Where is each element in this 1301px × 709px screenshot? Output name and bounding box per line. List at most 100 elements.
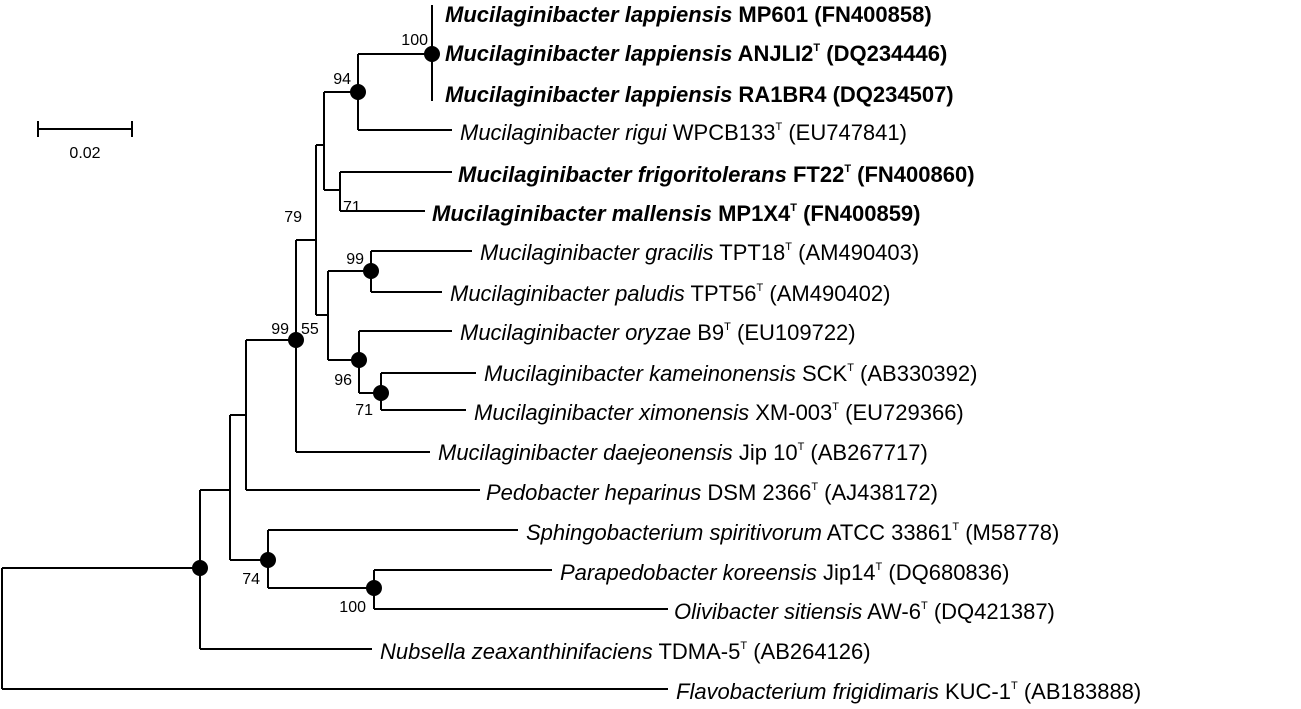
strain-name: TDMA-5: [653, 639, 741, 664]
tree-branches: [1, 5, 668, 690]
taxon-name: Flavobacterium frigidimaris: [676, 679, 939, 704]
bootstrap-value: 74: [242, 571, 260, 588]
strain-name: MP601: [732, 2, 808, 27]
taxon-name: Mucilaginibacter frigoritolerans: [458, 162, 787, 187]
bootstrap-value: 96: [334, 372, 352, 389]
strain-name: SCK: [796, 361, 848, 386]
taxon-label: Mucilaginibacter mallensis MP1X4T (FN400…: [432, 201, 921, 226]
taxon-label: Nubsella zeaxanthinifaciens TDMA-5T (AB2…: [380, 639, 871, 664]
type-strain-marker: T: [952, 521, 959, 533]
strain-name: Jip14: [817, 560, 876, 585]
bootstrap-value: 99: [271, 321, 289, 338]
node-marker: [424, 46, 440, 62]
accession-number: (FN400859): [797, 201, 921, 226]
bootstrap-value: 71: [343, 199, 361, 216]
accession-number: (EU729366): [839, 400, 964, 425]
node-marker: [363, 263, 379, 279]
type-strain-marker: T: [775, 121, 782, 133]
type-strain-marker: T: [785, 241, 792, 253]
node-marker: [351, 352, 367, 368]
accession-number: (AJ438172): [818, 480, 938, 505]
bootstrap-value: 99: [346, 251, 364, 268]
type-strain-marker: T: [813, 42, 820, 54]
taxon-name: Parapedobacter koreensis: [560, 560, 817, 585]
strain-name: FT22: [787, 162, 844, 187]
strain-name: XM-003: [749, 400, 832, 425]
taxon-name: Mucilaginibacter oryzae: [460, 320, 691, 345]
taxon-name: Mucilaginibacter ximonensis: [474, 400, 749, 425]
bootstrap-value: 79: [284, 209, 302, 226]
taxon-label: Mucilaginibacter rigui WPCB133T (EU74784…: [460, 120, 907, 145]
accession-number: (AB330392): [854, 361, 978, 386]
strain-name: KUC-1: [939, 679, 1011, 704]
bootstrap-values: 100 94 79 71 99 55 99 96 71 74 100: [242, 32, 428, 616]
accession-number: (EU747841): [782, 120, 907, 145]
taxon-name: Nubsella zeaxanthinifaciens: [380, 639, 653, 664]
node-markers: [192, 46, 440, 596]
node-marker: [288, 332, 304, 348]
type-strain-marker: T: [844, 163, 851, 175]
accession-number: (AM490402): [763, 281, 890, 306]
accession-number: (AB183888): [1018, 679, 1142, 704]
type-strain-marker: T: [847, 362, 854, 374]
taxon-label: Mucilaginibacter lappiensis RA1BR4 (DQ23…: [445, 82, 954, 107]
node-marker: [373, 385, 389, 401]
scale-bar-label: 0.02: [69, 145, 100, 162]
accession-number: (DQ234446): [820, 41, 947, 66]
accession-number: (EU109722): [731, 320, 856, 345]
strain-name: B9: [691, 320, 724, 345]
taxon-name: Mucilaginibacter lappiensis: [445, 2, 732, 27]
taxon-label: Sphingobacterium spiritivorum ATCC 33861…: [526, 520, 1059, 545]
node-marker: [366, 580, 382, 596]
taxon-label: Mucilaginibacter daejeonensis Jip 10T (A…: [438, 440, 928, 465]
strain-name: Jip 10: [733, 440, 798, 465]
taxon-label: Pedobacter heparinus DSM 2366T (AJ438172…: [486, 480, 938, 505]
taxon-label: Mucilaginibacter frigoritolerans FT22T (…: [458, 162, 975, 187]
taxon-label: Mucilaginibacter oryzae B9T (EU109722): [460, 320, 856, 345]
taxon-label: Parapedobacter koreensis Jip14T (DQ68083…: [560, 560, 1009, 585]
strain-name: DSM 2366: [701, 480, 811, 505]
taxon-label: Olivibacter sitiensis AW-6T (DQ421387): [674, 599, 1055, 624]
taxon-name: Mucilaginibacter gracilis: [480, 240, 714, 265]
accession-number: (AB267717): [804, 440, 928, 465]
node-marker: [192, 560, 208, 576]
taxon-name: Sphingobacterium spiritivorum: [526, 520, 822, 545]
type-strain-marker: T: [724, 321, 731, 333]
taxon-name: Mucilaginibacter daejeonensis: [438, 440, 733, 465]
scale-bar: 0.02: [37, 121, 133, 162]
taxon-label: Mucilaginibacter lappiensis ANJLI2T (DQ2…: [445, 41, 947, 66]
type-strain-marker: T: [832, 401, 839, 413]
bootstrap-value: 100: [401, 32, 428, 49]
accession-number: (DQ234507): [826, 82, 953, 107]
strain-name: WPCB133: [667, 120, 776, 145]
node-marker: [260, 552, 276, 568]
taxon-name: Mucilaginibacter rigui: [460, 120, 668, 145]
type-strain-marker: T: [740, 640, 747, 652]
taxon-label: Mucilaginibacter ximonensis XM-003T (EU7…: [474, 400, 964, 425]
bootstrap-value: 94: [333, 71, 351, 88]
taxon-name: Mucilaginibacter kameinonensis: [484, 361, 796, 386]
type-strain-marker: T: [876, 561, 883, 573]
type-strain-marker: T: [1011, 680, 1018, 692]
taxon-label: Mucilaginibacter gracilis TPT18T (AM4904…: [480, 240, 919, 265]
taxon-label: Mucilaginibacter lappiensis MP601 (FN400…: [445, 2, 932, 27]
type-strain-marker: T: [921, 600, 928, 612]
strain-name: MP1X4: [712, 201, 791, 226]
accession-number: (AB264126): [747, 639, 871, 664]
taxon-label: Mucilaginibacter paludis TPT56T (AM49040…: [450, 281, 890, 306]
strain-name: AW-6: [862, 599, 921, 624]
node-marker: [350, 84, 366, 100]
bootstrap-value: 100: [339, 599, 366, 616]
taxon-name: Mucilaginibacter mallensis: [432, 201, 712, 226]
accession-number: (DQ421387): [928, 599, 1055, 624]
bootstrap-value: 71: [355, 402, 373, 419]
taxon-labels: Mucilaginibacter lappiensis MP601 (FN400…: [380, 2, 1141, 704]
type-strain-marker: T: [790, 202, 797, 214]
accession-number: (AM490403): [792, 240, 919, 265]
strain-name: TPT18: [714, 240, 786, 265]
accession-number: (FN400860): [851, 162, 975, 187]
taxon-label: Flavobacterium frigidimaris KUC-1T (AB18…: [676, 679, 1141, 704]
taxon-name: Pedobacter heparinus: [486, 480, 701, 505]
taxon-name: Mucilaginibacter paludis: [450, 281, 685, 306]
bootstrap-value: 55: [301, 321, 319, 338]
